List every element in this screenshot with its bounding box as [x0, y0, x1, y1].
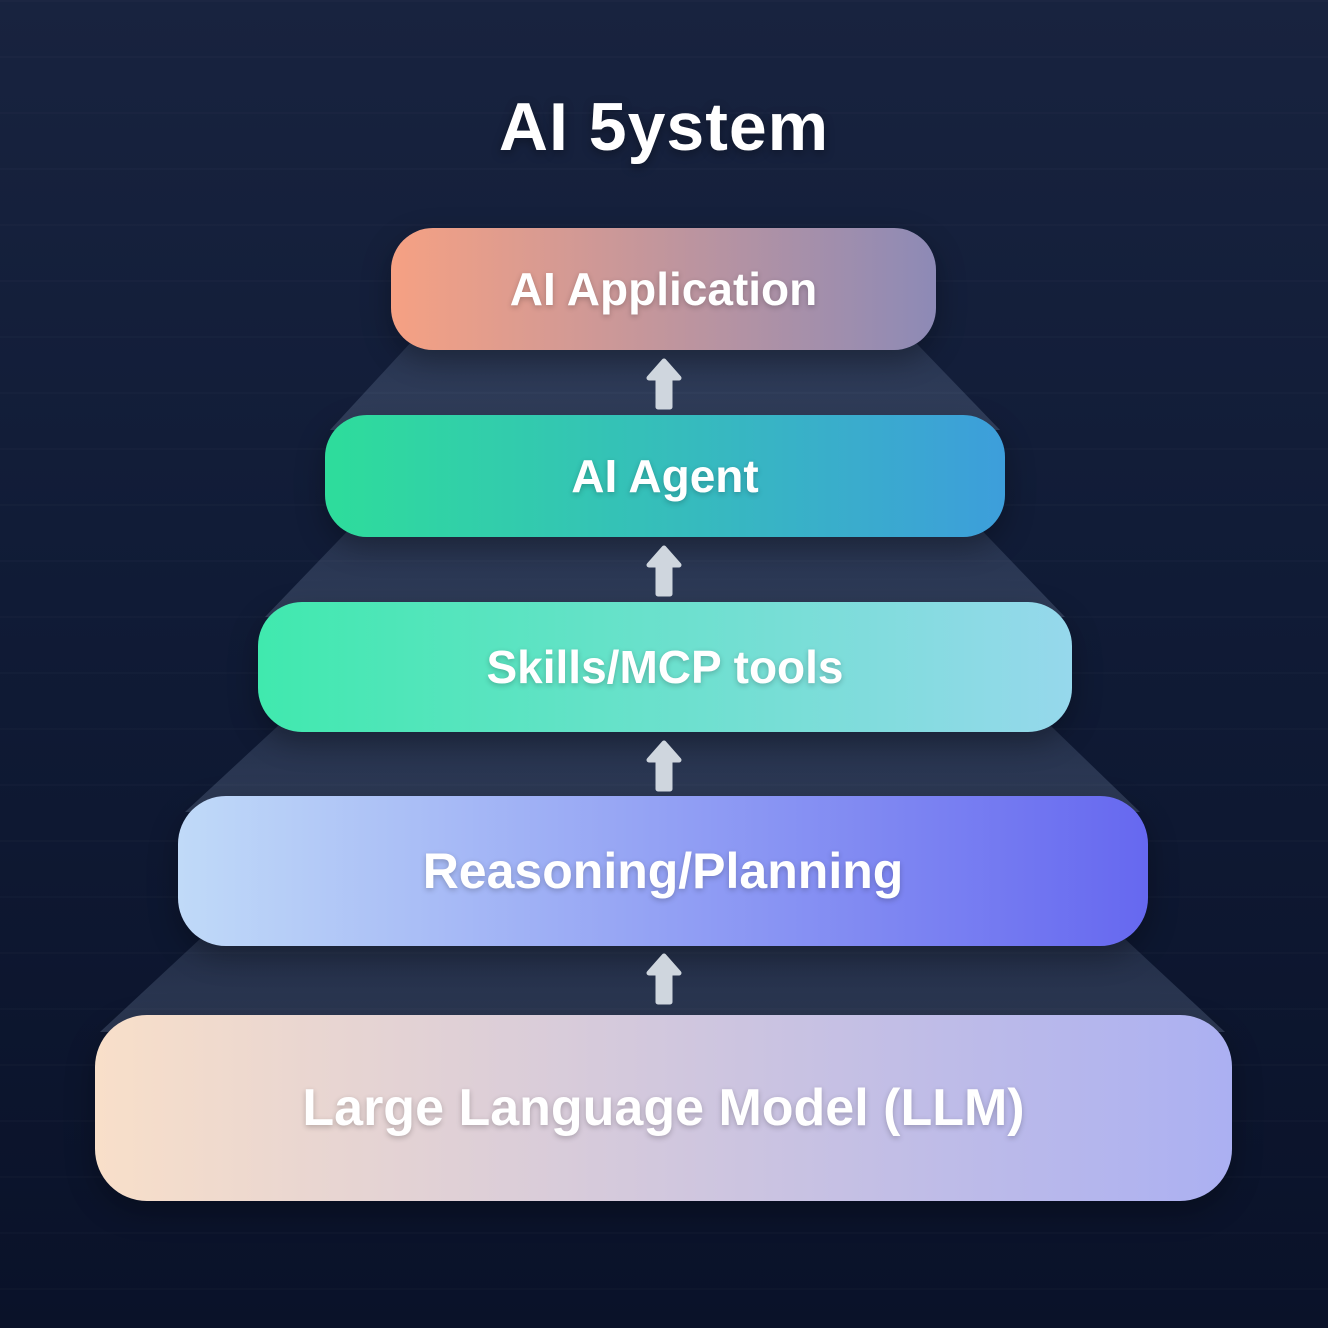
layer-reasoning-planning: Reasoning/Planning: [178, 796, 1148, 946]
layer-ai-agent: AI Agent: [325, 415, 1005, 537]
up-arrow-icon: [646, 545, 682, 597]
up-arrow-icon: [646, 953, 682, 1005]
layer-label: Reasoning/Planning: [422, 843, 904, 899]
up-arrow-icon: [646, 740, 682, 792]
layer-large-language-model: Large Language Model (LLM): [95, 1015, 1232, 1201]
up-arrow-icon: [646, 358, 682, 410]
layer-label: AI Agent: [571, 450, 759, 502]
layer-skills-mcp-tools: Skills/MCP tools: [258, 602, 1072, 732]
diagram-title: AI 5ystem: [498, 89, 830, 165]
layer-label: AI Application: [509, 263, 818, 315]
layer-label: Large Language Model (LLM): [302, 1079, 1025, 1137]
layer-ai-application: AI Application: [391, 228, 936, 350]
layer-label: Skills/MCP tools: [486, 641, 844, 693]
